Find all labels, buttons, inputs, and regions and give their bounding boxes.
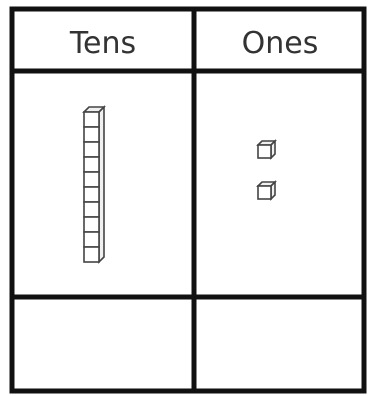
rod-unit bbox=[84, 217, 99, 232]
rod-unit bbox=[84, 187, 99, 202]
ones-header: Ones bbox=[242, 26, 319, 61]
chart-frame bbox=[12, 9, 364, 391]
tens-rod bbox=[84, 107, 104, 262]
rod-unit bbox=[84, 127, 99, 142]
rod-unit bbox=[84, 247, 99, 262]
one-cube bbox=[258, 182, 275, 199]
rod-unit bbox=[84, 112, 99, 127]
rod-unit bbox=[84, 142, 99, 157]
rod-unit bbox=[84, 172, 99, 187]
one-cube bbox=[258, 141, 275, 158]
tens-rods bbox=[84, 107, 104, 262]
tens-header: Tens bbox=[69, 26, 136, 61]
rod-unit bbox=[84, 202, 99, 217]
rod-unit bbox=[84, 232, 99, 247]
rod-unit bbox=[84, 157, 99, 172]
ones-cubes bbox=[258, 141, 275, 199]
